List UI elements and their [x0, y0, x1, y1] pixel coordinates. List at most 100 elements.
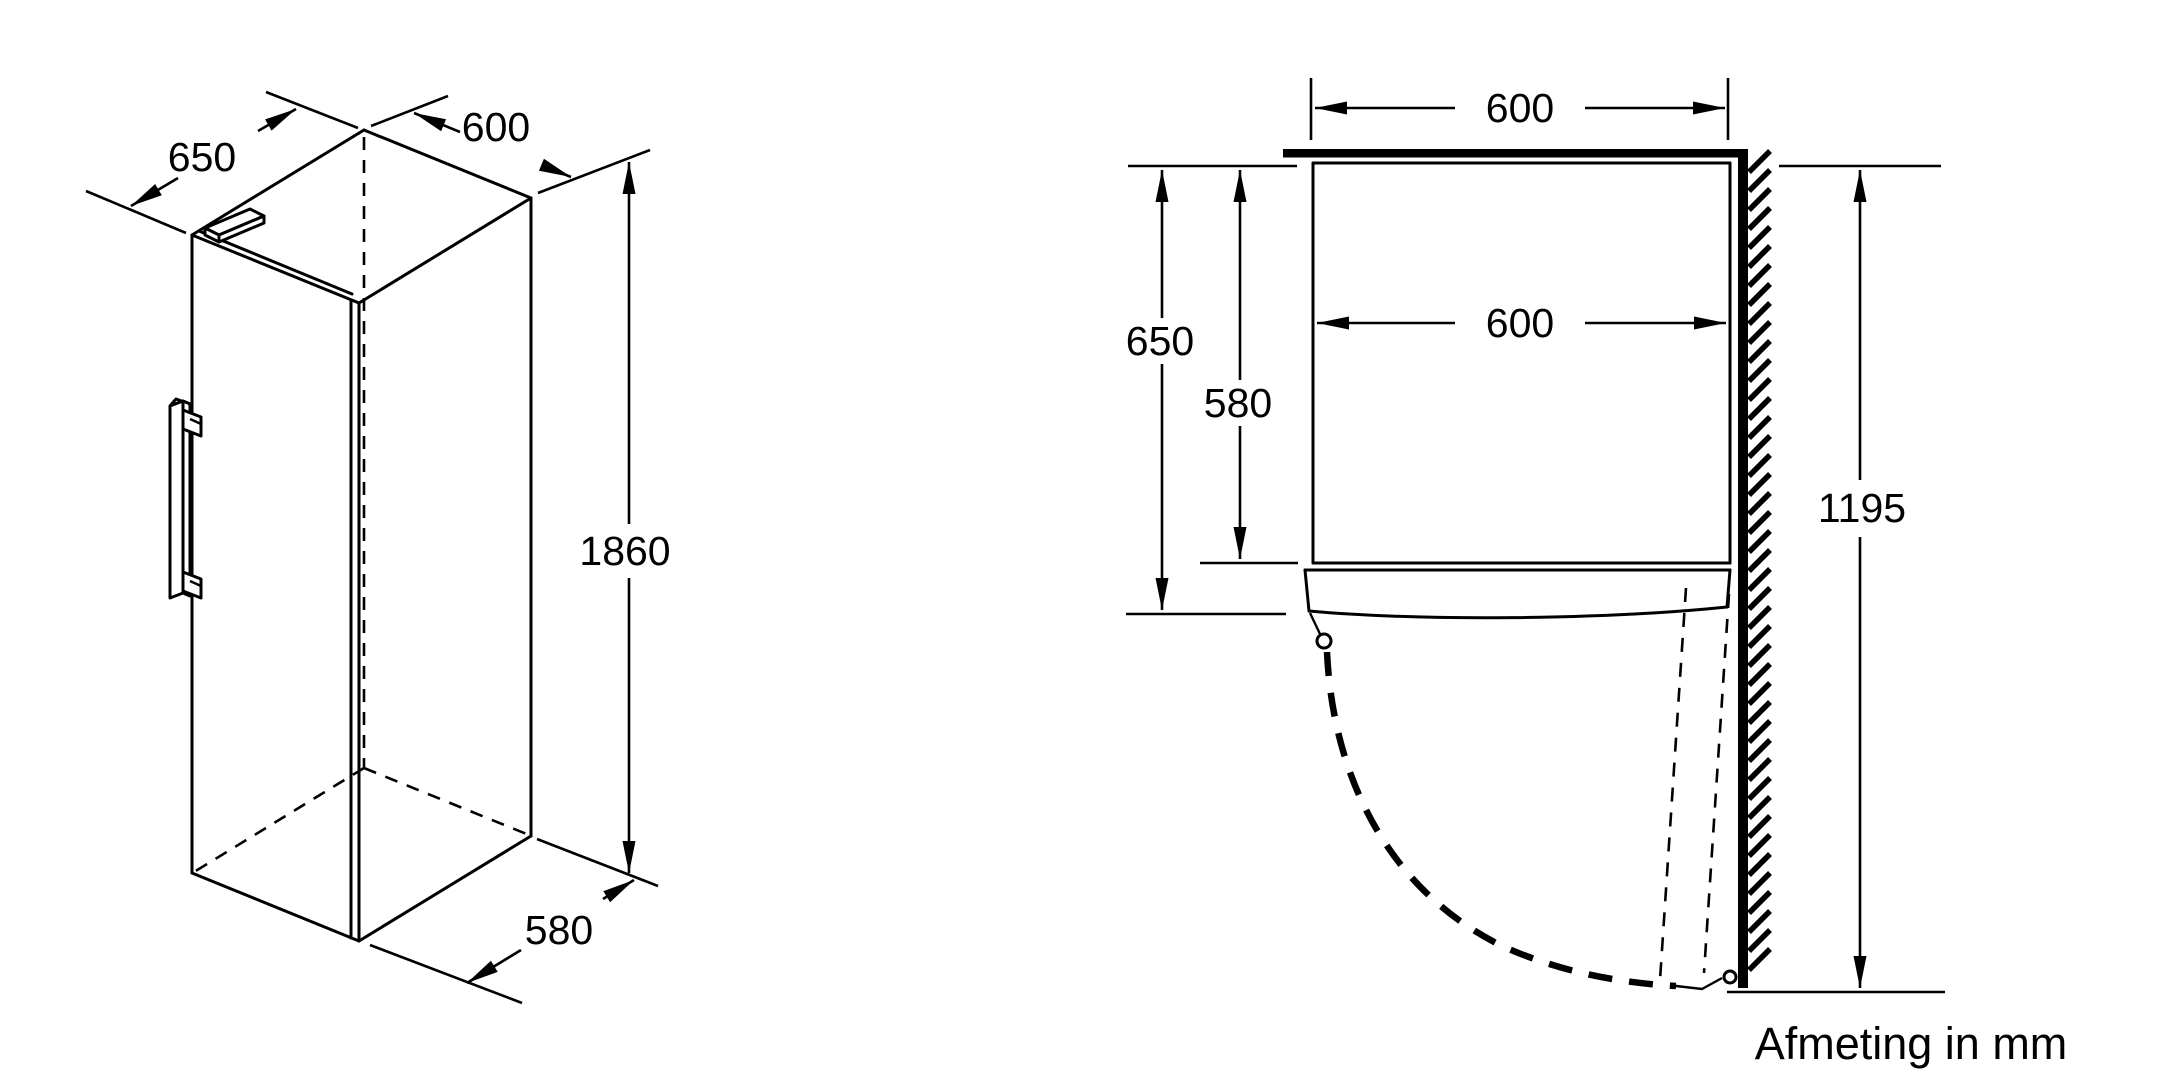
- dimension-580-body-depth: 580: [1204, 170, 1272, 559]
- wall-hatch-stroke: [1747, 624, 1772, 649]
- top-right-edge: [362, 128, 533, 200]
- dim-650-arrow-right: [257, 107, 297, 133]
- door-swing-arc: [1323, 651, 1677, 990]
- wall-hatch-stroke: [1747, 852, 1772, 877]
- hinge-plate-side-face: [217, 214, 266, 244]
- wall-hatch-stroke: [1747, 909, 1772, 934]
- dim-580-arrow-right: [602, 878, 635, 903]
- dimension-650-depth: 650: [130, 107, 297, 208]
- dimension-600-inner: 600: [1317, 300, 1726, 346]
- wall-hatch-stroke: [1747, 206, 1772, 231]
- wall-hatch-stroke: [1747, 871, 1772, 896]
- unit-note: Afmeting in mm: [1755, 1018, 2068, 1069]
- ext-line-650-right: [265, 90, 359, 130]
- wall-hatch-stroke: [1747, 814, 1772, 839]
- door-open-inner-edge: [1702, 593, 1731, 974]
- dim-label-tv-body-depth: 580: [1204, 380, 1272, 426]
- hidden-bottom-left-edge: [193, 766, 365, 874]
- dim-label-tv-outer-width: 600: [1486, 85, 1554, 131]
- wall-hatch-stroke: [1747, 263, 1772, 288]
- dimension-650-total-depth: 650: [1126, 170, 1194, 610]
- wall-hatch-stroke: [1747, 738, 1772, 763]
- wall-hatch-stroke: [1747, 187, 1772, 212]
- bottom-front-right-edge: [357, 834, 533, 943]
- wall-hatch-stroke: [1747, 947, 1772, 972]
- dimension-580-base-depth: 580: [466, 878, 635, 985]
- door-open-outline: [1658, 587, 1738, 991]
- wall-hatch-stroke: [1747, 662, 1772, 687]
- top-left-edge: [190, 128, 366, 237]
- wall-hatch-stroke: [1747, 244, 1772, 269]
- wall-hatch-stroke: [1747, 605, 1772, 630]
- wall-hatch-stroke: [1747, 339, 1772, 364]
- dim-label-iso-depth: 650: [168, 134, 236, 180]
- door-open-outer-edge: [1658, 587, 1688, 981]
- dim-label-tv-total-depth: 650: [1126, 318, 1194, 364]
- wall-hatch-stroke: [1747, 472, 1772, 497]
- dim-label-iso-height: 1860: [579, 528, 670, 574]
- ext-line-650-left: [85, 189, 187, 235]
- ext-line-bottom-right: [536, 837, 659, 888]
- door-front-curve: [1307, 605, 1729, 620]
- wall-hatch-stroke: [1747, 586, 1772, 611]
- wall-hatch-stroke: [1747, 415, 1772, 440]
- door-open-pin: [1722, 969, 1738, 985]
- dim-600-arrow-left: [413, 111, 461, 134]
- ext-line-580-left: [369, 943, 523, 1005]
- isometric-view: 650 600 1860 580: [85, 90, 671, 1005]
- wall-hatch-stroke: [1747, 301, 1772, 326]
- wall-hatch-stroke: [1747, 168, 1772, 193]
- handle-bar: [168, 399, 185, 600]
- wall-hatch-stroke: [1747, 491, 1772, 516]
- door-corner-pin: [1315, 632, 1333, 650]
- dimension-1195-clearance: 1195: [1818, 170, 1906, 988]
- dim-580-arrow-left: [466, 948, 522, 985]
- door-open-end-link: [1675, 976, 1723, 991]
- wall-top-bar: [1283, 149, 1748, 158]
- wall-hatch-stroke: [1747, 548, 1772, 573]
- top-front-right-edge: [357, 196, 533, 305]
- wall-hatch-stroke: [1747, 453, 1772, 478]
- handle-bottom-bracket-notch: [189, 579, 202, 588]
- wall-hatch-stroke: [1747, 396, 1772, 421]
- door-handle: [168, 397, 203, 600]
- top-view: 600 600 650 580 1195: [1126, 78, 1945, 994]
- dim-label-tv-door-clearance: 1195: [1818, 485, 1906, 531]
- dimension-600-outer: 600: [1315, 85, 1725, 131]
- wall-hatch-stroke: [1747, 149, 1772, 174]
- door-closed: [1303, 568, 1732, 650]
- dimension-1860-height: 1860: [579, 162, 671, 873]
- wall-hatch-stroke: [1747, 719, 1772, 744]
- wall-hatch-stroke: [1747, 358, 1772, 383]
- ext-line-600-left: [370, 94, 449, 128]
- hidden-bottom-right-edge: [363, 766, 530, 837]
- dimension-600-width: 600: [413, 104, 572, 179]
- wall-hatch-stroke: [1747, 510, 1772, 535]
- door-top-strip-line: [197, 229, 354, 296]
- dim-600-arrow-right: [538, 158, 572, 179]
- wall-hatch-stroke: [1747, 643, 1772, 668]
- handle-bottom-bracket: [181, 570, 203, 600]
- top-front-left-edge: [190, 233, 361, 305]
- wall-hatch-stroke: [1747, 282, 1772, 307]
- wall-hatch-stroke: [1747, 434, 1772, 459]
- door-left-edge: [1303, 568, 1311, 613]
- wall-hatch-stroke: [1747, 567, 1772, 592]
- wall-hatch-stroke: [1747, 928, 1772, 953]
- bottom-front-left-edge: [190, 871, 361, 943]
- handle-top-bracket: [181, 408, 203, 438]
- wall-hatch-stroke: [1747, 320, 1772, 345]
- wall-hatch-stroke: [1747, 890, 1772, 915]
- wall-hatch: [1747, 149, 1772, 972]
- wall-hatch-stroke: [1747, 795, 1772, 820]
- wall-hatch-stroke: [1747, 225, 1772, 250]
- wall-hatch-stroke: [1747, 833, 1772, 858]
- dim-label-iso-base-depth: 580: [525, 907, 593, 953]
- ext-line-600-right: [537, 148, 651, 195]
- wall-hatch-stroke: [1747, 377, 1772, 402]
- top-hinge-plate: [203, 207, 266, 244]
- wall-side-bar: [1738, 150, 1748, 988]
- dim-650-arrow-left: [130, 176, 179, 208]
